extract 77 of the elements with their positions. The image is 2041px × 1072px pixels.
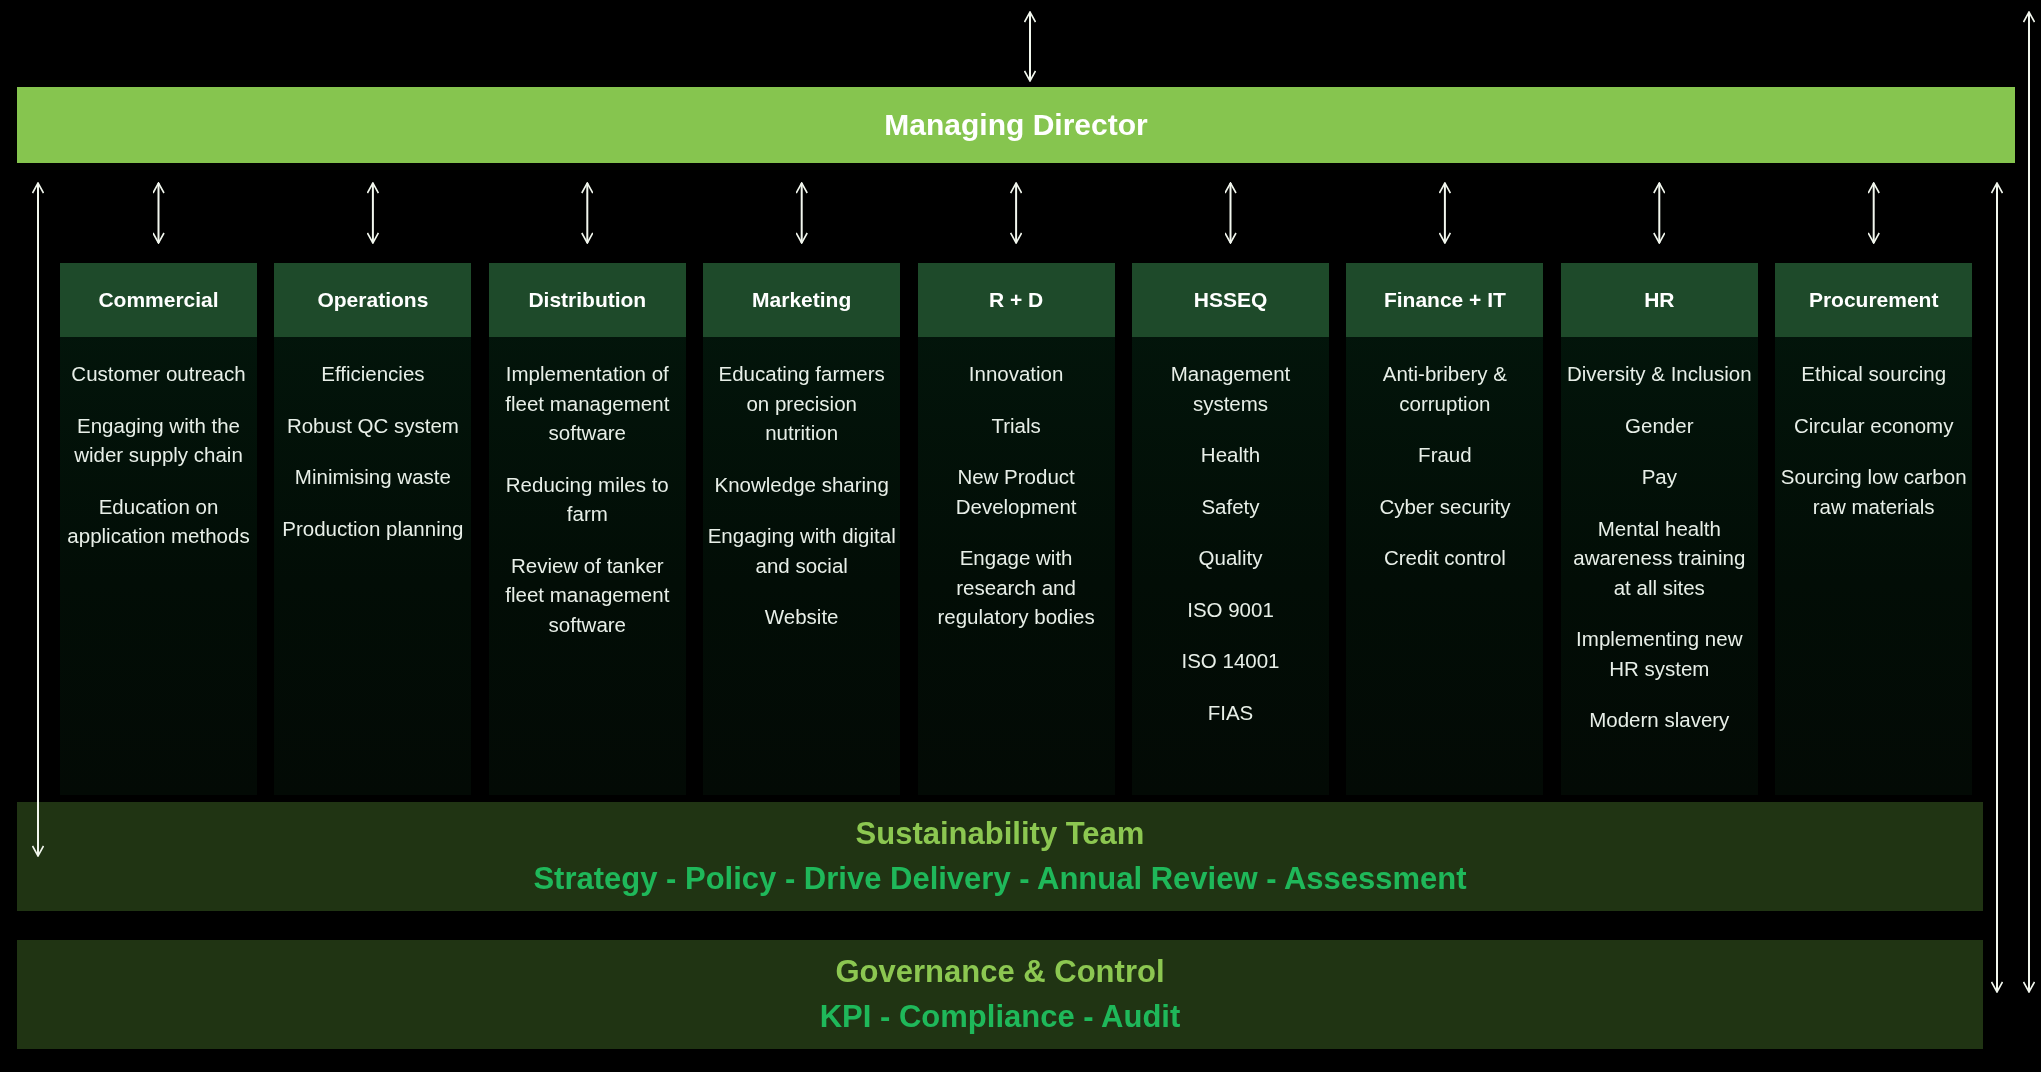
department-header: Finance + IT <box>1346 263 1544 337</box>
team-band <box>17 802 1983 911</box>
department-header: Operations <box>274 263 472 337</box>
responsibility-text: New Product Development <box>954 464 1078 520</box>
responsibility-text: Quality <box>1198 545 1263 571</box>
team-band <box>17 940 1983 1049</box>
department-header: Marketing <box>703 263 901 337</box>
department-header: HSSEQ <box>1132 263 1329 337</box>
double-arrow <box>795 182 808 244</box>
double-arrow <box>152 182 165 244</box>
responsibility-text: Engage with research and regulatory bodies <box>936 545 1096 630</box>
department-header: Commercial <box>60 263 257 337</box>
responsibility-text: Fraud <box>1418 442 1472 468</box>
responsibility-text: Engaging with the wider supply chain <box>73 412 244 468</box>
department-column <box>274 263 472 795</box>
responsibility-text: Sourcing low carbon raw materials <box>1779 464 1968 520</box>
responsibility-text: Efficiencies <box>321 361 425 387</box>
double-arrow <box>1867 182 1880 244</box>
double-arrow <box>1438 182 1452 244</box>
responsibility-text: FIAS <box>1207 699 1254 726</box>
responsibility-text: Implementation of fleet management software <box>504 361 671 446</box>
department-column <box>917 263 1115 795</box>
responsibility-text: Gender <box>1625 412 1694 439</box>
double-arrow <box>1009 182 1023 244</box>
double-arrow <box>366 182 380 244</box>
double-arrow <box>1653 182 1666 244</box>
responsibility-text: Mental health awareness training at all sites <box>1572 515 1747 601</box>
department-column <box>1775 263 1973 795</box>
double-arrow <box>1023 11 1037 82</box>
double-arrow <box>1990 182 2004 993</box>
responsibility-text: Management systems <box>1169 361 1292 417</box>
responsibility-text: Implementing new HR system <box>1575 626 1744 682</box>
department-header: Procurement <box>1775 263 1973 337</box>
department-column <box>60 263 257 795</box>
responsibility-text: Knowledge sharing <box>714 471 889 498</box>
responsibility-text: Trials <box>991 412 1041 439</box>
band-title: Governance & Control <box>835 952 1165 991</box>
responsibility-text: Innovation <box>968 361 1064 387</box>
department-header: R + D <box>917 263 1115 337</box>
department-column <box>1346 263 1544 795</box>
responsibility-text: Production planning <box>282 515 464 542</box>
responsibility-text: Reducing miles to farm <box>504 471 670 527</box>
department-header: Distribution <box>488 263 686 337</box>
band-subtitle: KPI - Compliance - Audit <box>819 997 1181 1036</box>
responsibility-text: Health <box>1200 442 1261 468</box>
responsibility-text: ISO 9001 <box>1187 596 1274 623</box>
director-bar <box>17 87 2015 163</box>
department-column <box>703 263 901 795</box>
double-arrow <box>1224 182 1237 244</box>
responsibility-text: Safety <box>1201 493 1260 520</box>
responsibility-text: Engaging with digital and social <box>707 523 897 579</box>
responsibility-text: Review of tanker fleet management software <box>504 552 671 638</box>
department-column <box>1132 263 1329 795</box>
band-subtitle: Strategy - Policy - Drive Delivery - Annual Review - Assessment <box>533 859 1467 898</box>
department-column <box>488 263 686 795</box>
responsibility-text: Diversity & Inclusion <box>1567 361 1752 387</box>
responsibility-text: Robust QC system <box>286 412 459 439</box>
responsibility-text: Circular economy <box>1793 412 1954 439</box>
department-header: HR <box>1560 263 1758 337</box>
responsibility-text: Website <box>764 604 839 630</box>
responsibility-text: Minimising waste <box>294 464 451 490</box>
responsibility-text: Customer outreach <box>71 361 246 387</box>
responsibility-text: Ethical sourcing <box>1801 361 1947 387</box>
responsibility-text: Educating farmers on precision nutrition <box>717 361 886 446</box>
double-arrow <box>31 182 45 857</box>
double-arrow <box>2022 11 2036 993</box>
responsibility-text: ISO 14001 <box>1181 648 1280 674</box>
responsibility-text: Anti-bribery & corruption <box>1381 361 1508 417</box>
director-title: Managing Director <box>884 108 1148 142</box>
band-title: Sustainability Team <box>855 814 1145 853</box>
responsibility-text: Credit control <box>1383 545 1506 571</box>
double-arrow <box>581 182 594 244</box>
responsibility-text: Cyber security <box>1379 493 1511 520</box>
responsibility-text: Pay <box>1641 464 1677 490</box>
department-column <box>1560 263 1758 795</box>
responsibility-text: Modern slavery <box>1589 707 1730 733</box>
responsibility-text: Education on application methods <box>66 493 251 549</box>
